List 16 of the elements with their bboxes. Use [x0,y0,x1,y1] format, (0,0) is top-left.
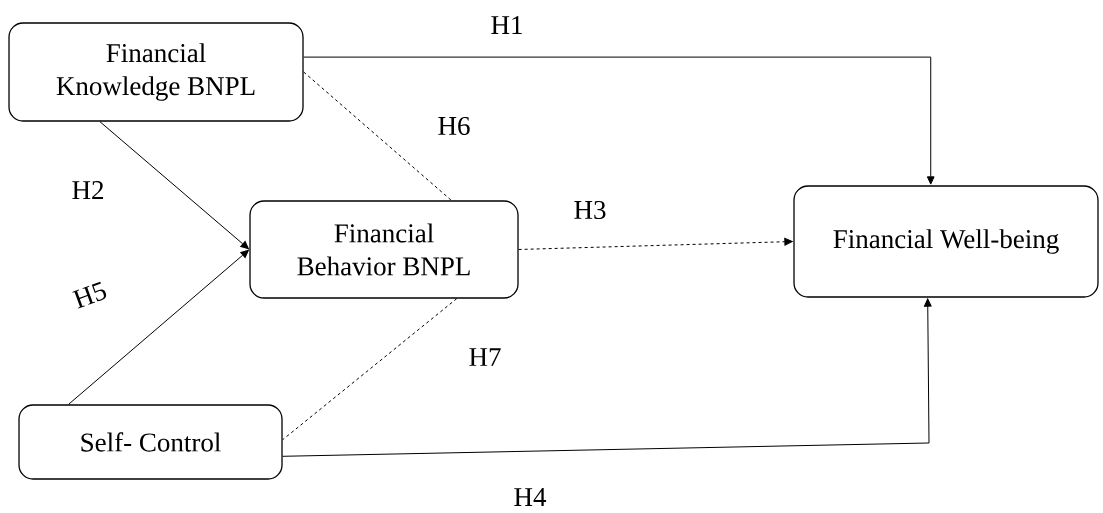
rounded-box: Financial Knowledge BNPL [8,22,304,122]
edge-label: H5 [70,279,110,311]
arrow [68,249,249,405]
arrow [518,237,793,250]
edge-label: H4 [512,487,548,507]
edge-label: H6 [436,115,472,137]
rounded-box: Financial Well-being [793,185,1099,298]
edge-label: H1 [489,15,525,35]
edge-label: H3 [572,199,608,221]
arrow [303,56,935,185]
arrow [282,298,932,457]
rounded-box: Self- Control [18,404,283,480]
rounded-box: Financial Behavior BNPL [249,200,519,299]
arrow [99,121,249,250]
edge-label: H7 [467,347,503,367]
edge-label: H2 [70,180,106,200]
